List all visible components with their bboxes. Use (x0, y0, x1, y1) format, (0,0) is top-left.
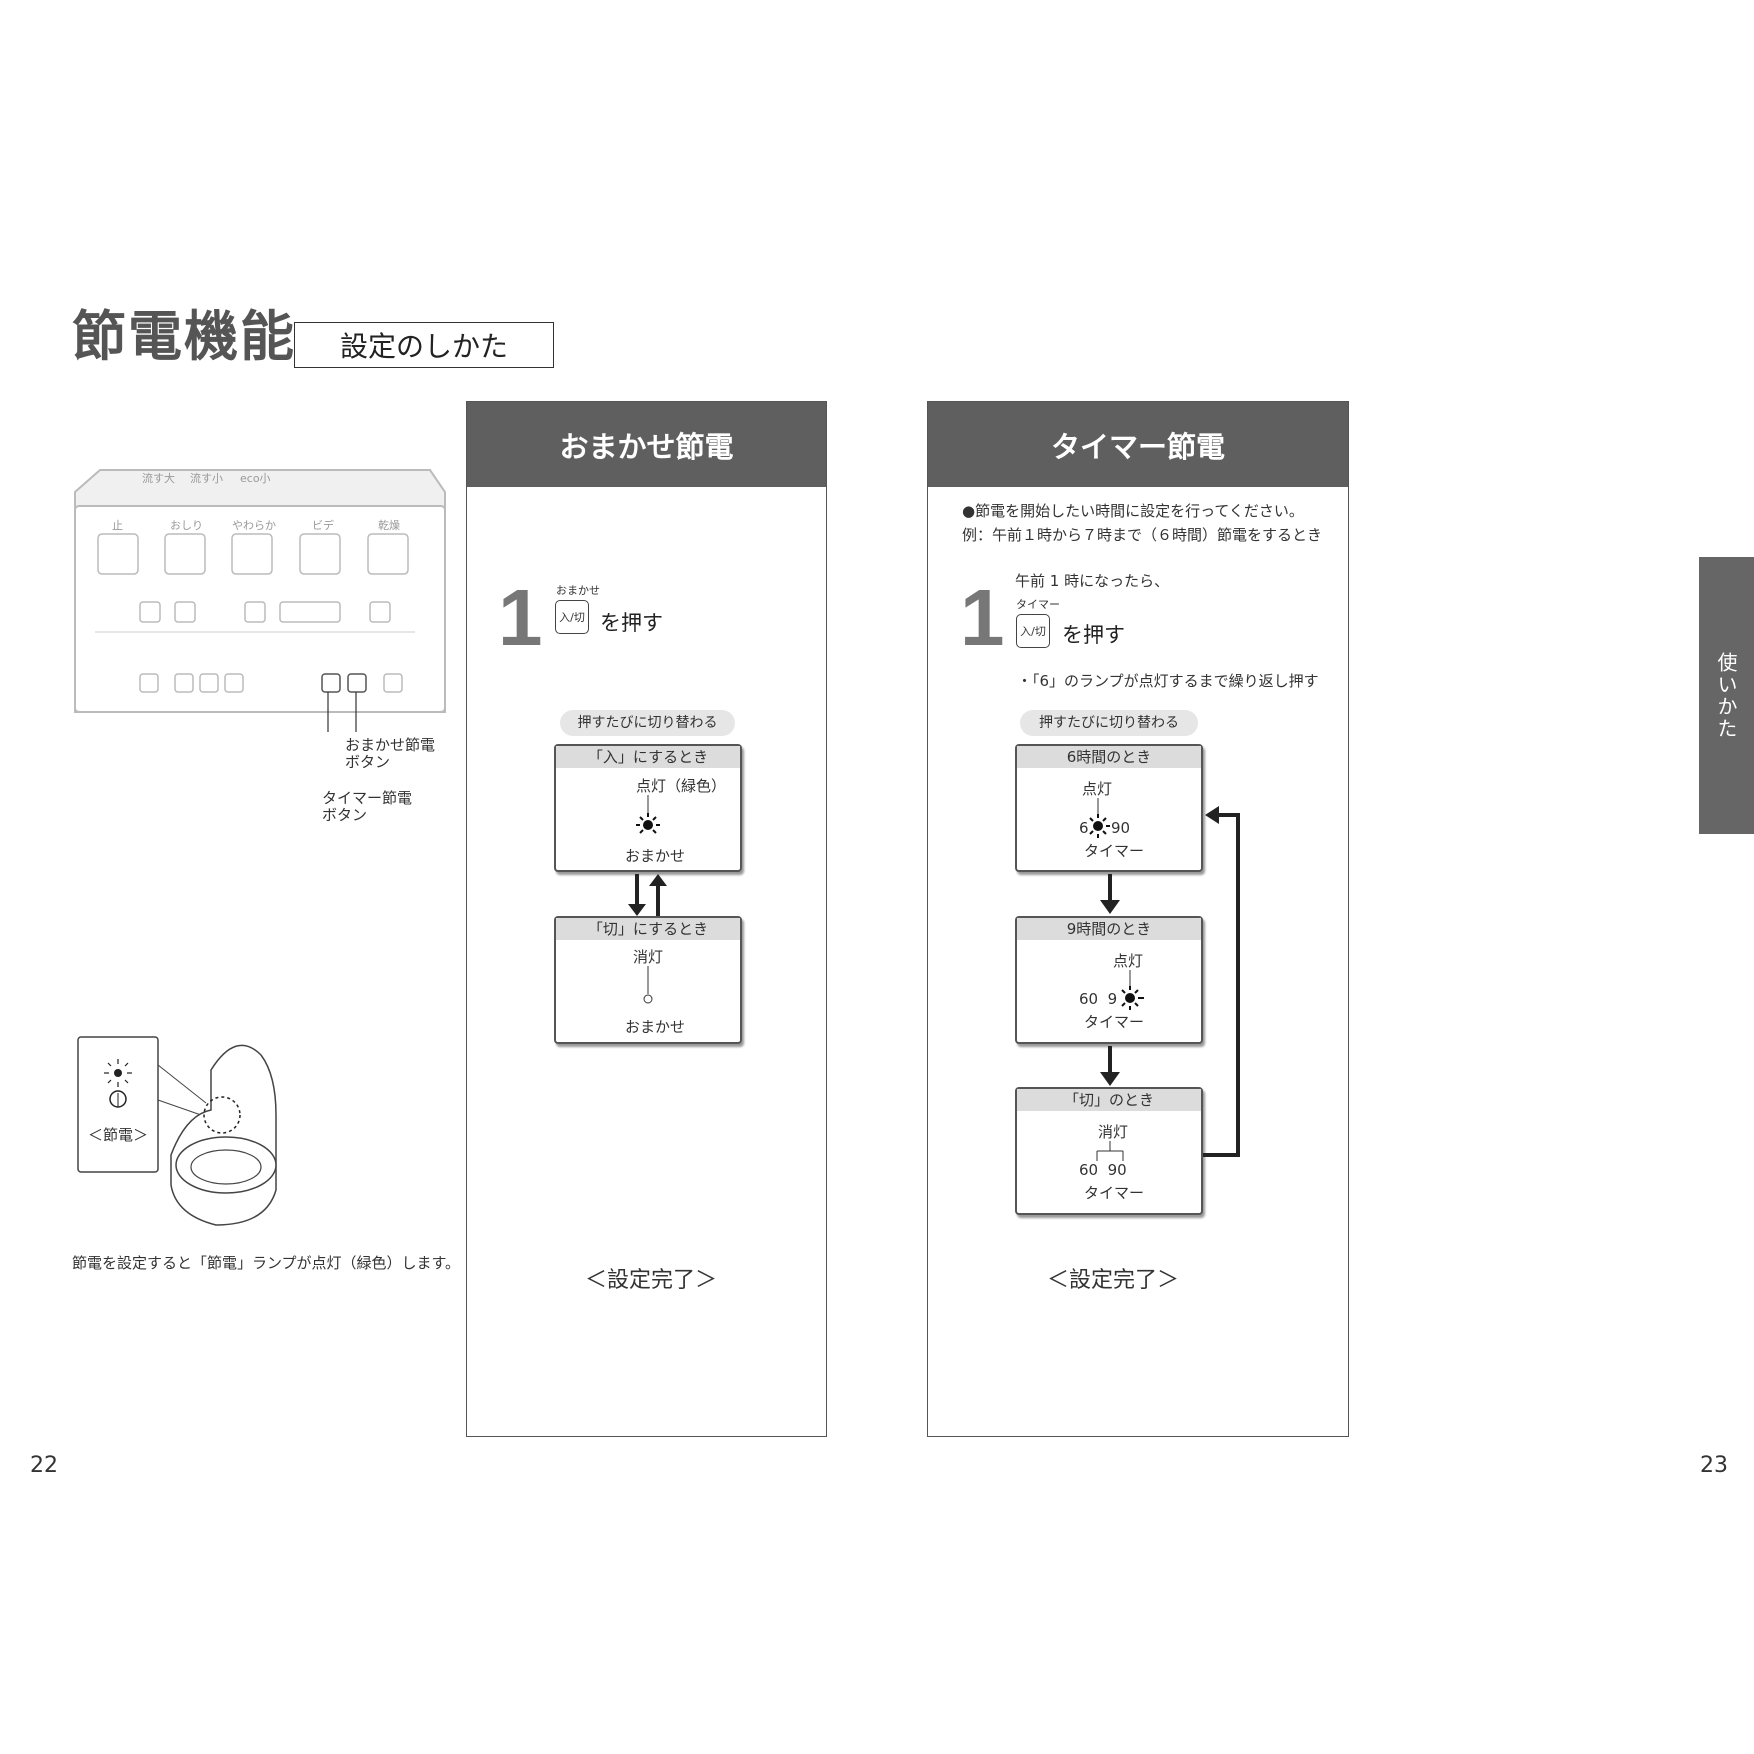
timer-9h-state-box: 9時間のとき (1015, 916, 1203, 1044)
timer-step-number: 1 (960, 573, 1005, 662)
remote-label-yawaraka: やわらか (232, 519, 276, 532)
timer-button-callout: タイマー節電 ボタン (322, 789, 413, 824)
remote-label-oshiri: おしり (170, 519, 203, 532)
timer-6h-lamps-90: 90 (1111, 819, 1131, 837)
timer-push-text: を押す (1062, 623, 1125, 647)
toilet-illustration (77, 1036, 277, 1226)
timer-off-title: 「切」のとき (1017, 1089, 1201, 1111)
omakase-on-lamp-label: おまかせ (625, 847, 686, 865)
omakase-onoff-button[interactable]: 入/切 (555, 600, 589, 634)
remote-top-button-1: 流す大 (142, 472, 175, 485)
timer-intro-1: ●節電を開始したい時間に設定を行ってください。 (962, 502, 1304, 520)
timer-button-caption: タイマー (1016, 598, 1060, 611)
omakase-step-number: 1 (498, 573, 543, 662)
omakase-button-callout: おまかせ節電 ボタン (345, 736, 436, 771)
arrow-down-icon (1100, 874, 1120, 914)
timer-intro-2: 例：午前１時から７時まで（６時間）節電をするとき (962, 526, 1323, 544)
lamp-off-icon (643, 966, 653, 1004)
timer-6h-state: 点灯 (1082, 780, 1113, 798)
timer-off-lamp-label: タイマー (1084, 1184, 1145, 1202)
arrow-down-icon-2 (1100, 1046, 1120, 1086)
remote-top-button-3: eco小 (240, 472, 271, 485)
timer-6h-state-box: 6時間のとき (1015, 744, 1203, 872)
omakase-push-text: を押す (600, 611, 663, 635)
remote-control-illustration (74, 469, 446, 732)
timer-9h-title: 9時間のとき (1017, 918, 1201, 940)
timer-panel-header: タイマー節電 (928, 402, 1348, 487)
toggle-arrows-icon (628, 874, 667, 916)
remote-label-dry: 乾燥 (378, 519, 400, 532)
timer-off-bracket-icon (1096, 1141, 1124, 1161)
side-tab: 使いかた (1699, 557, 1754, 834)
timer-6h-title: 6時間のとき (1017, 746, 1201, 768)
timer-note: ・「6」のランプが点灯するまで繰り返し押す (1017, 672, 1319, 690)
timer-6h-lamps: 6 (1079, 819, 1089, 837)
omakase-button-caption: おまかせ (556, 584, 600, 597)
omakase-off-title: 「切」にするとき (556, 918, 740, 940)
toilet-lamp-label: ＜節電＞ (88, 1126, 149, 1144)
timer-toggle-label: 押すたびに切り替わる (1020, 710, 1198, 736)
omakase-done-text: ＜設定完了＞ (585, 1268, 718, 1293)
timer-off-lamps: 60 90 (1079, 1161, 1127, 1179)
timer-6h-lamp-label: タイマー (1084, 842, 1145, 860)
timer-9h-lamp-label: タイマー (1084, 1013, 1145, 1031)
timer-6h-lamp-icon (1089, 798, 1110, 838)
omakase-on-state: 点灯（緑色） (636, 777, 727, 795)
omakase-on-title: 「入」にするとき (556, 746, 740, 768)
timer-done-text: ＜設定完了＞ (1047, 1268, 1180, 1293)
remote-label-bidet: ビデ (312, 519, 334, 532)
remote-label-stop: 止 (112, 519, 123, 532)
timer-onoff-button[interactable]: 入/切 (1016, 614, 1050, 648)
timer-off-state: 消灯 (1098, 1123, 1129, 1141)
page-number-right: 23 (1700, 1453, 1728, 1478)
omakase-toggle-label: 押すたびに切り替わる (560, 710, 735, 736)
remote-top-button-2: 流す小 (190, 472, 223, 485)
page-title: 節電機能 (72, 305, 296, 368)
page-subtitle: 設定のしかた (294, 322, 554, 368)
omakase-off-state: 消灯 (633, 948, 664, 966)
lamp-lit-icon (636, 795, 660, 834)
timer-9h-lamp-icon (1121, 970, 1144, 1010)
timer-9h-state: 点灯 (1113, 952, 1144, 970)
timer-9h-lamps: 60 9 (1079, 990, 1118, 1008)
omakase-off-lamp-label: おまかせ (625, 1018, 686, 1036)
page-number-left: 22 (30, 1453, 58, 1478)
loop-arrow-icon (1203, 806, 1240, 1157)
toilet-caption: 節電を設定すると「節電」ランプが点灯（緑色）します。 (72, 1254, 461, 1272)
timer-step-pre: 午前 1 時になったら、 (1015, 572, 1170, 590)
omakase-panel-header: おまかせ節電 (467, 402, 826, 487)
